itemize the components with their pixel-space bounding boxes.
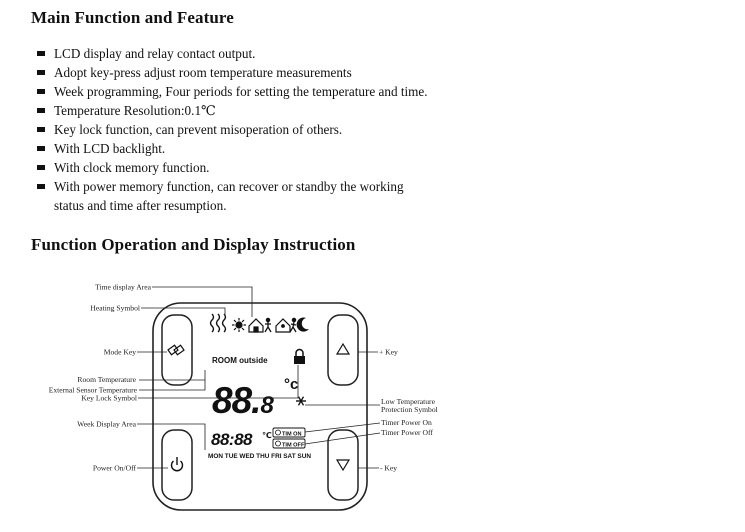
feature-continuation: status and time after resumption. [54, 198, 227, 213]
timer-power-on-label: Timer Power On [381, 418, 432, 427]
clock-display: 88:88 [211, 430, 253, 449]
low-temperature-label: Low Temperature [381, 397, 436, 406]
lock-icon [294, 348, 305, 364]
walking-person-icon [289, 317, 297, 333]
home-icon [248, 318, 264, 333]
external-sensor-temperature-label: External Sensor Temperature [49, 386, 138, 395]
power-on-off-label: Power On/Off [93, 464, 137, 473]
moon-icon [296, 317, 309, 332]
leader-lines [137, 286, 381, 469]
mode-icon [167, 344, 185, 356]
mode-key-button[interactable] [161, 314, 193, 386]
sun-icon [232, 318, 246, 332]
snowflake-icon [296, 396, 306, 406]
main-function-heading: Main Function and Feature [31, 8, 234, 27]
power-icon [170, 457, 184, 472]
temperature-display: 88.8 [212, 380, 274, 421]
room-temperature-label: Room Temperature [77, 375, 136, 384]
tim-on-box [272, 427, 306, 438]
plus-key-label: + Key [379, 348, 398, 357]
home-occupied-icon [275, 318, 291, 333]
function-operation-heading: Function Operation and Display Instructi… [31, 235, 356, 254]
week-display-area-label: Week Display Area [77, 420, 136, 429]
heating-symbol-label: Heating Symbol [90, 304, 140, 313]
feature-item: Week programming, Four periods for setti… [36, 82, 428, 101]
feature-item: Adopt key-press adjust room temperature … [36, 63, 428, 82]
time-display-area-label: Time display Area [95, 283, 151, 292]
feature-list: LCD display and relay contact output. Ad… [36, 44, 428, 215]
minus-key-button[interactable] [327, 429, 359, 501]
tim-on-clock-icon [275, 429, 281, 436]
timer-power-off-label: Timer Power Off [381, 428, 433, 437]
temperature-integer: 88. [212, 380, 260, 421]
clock-unit: ℃ [262, 431, 272, 440]
mode-key-label: Mode Key [104, 348, 136, 357]
tim-on-label: TIM ON [282, 432, 302, 438]
away-icon [264, 317, 272, 333]
weekday-row: MON TUE WED THU FRI SAT SUN [208, 453, 311, 460]
plus-key-button[interactable] [327, 314, 359, 386]
down-triangle-icon [335, 459, 351, 472]
power-key-button[interactable] [161, 429, 193, 501]
tim-off-box [272, 438, 306, 449]
feature-item: With LCD backlight. [36, 139, 428, 158]
feature-item: Key lock function, can prevent misoperat… [36, 120, 428, 139]
up-triangle-icon [335, 342, 351, 355]
temperature-decimal: 8 [260, 392, 274, 419]
heating-icon [209, 313, 227, 333]
feature-item: With power memory function, can recover … [36, 177, 428, 215]
temperature-unit: °c [284, 376, 298, 393]
minus-key-label: - Key [380, 464, 397, 473]
feature-item: Temperature Resolution:0.1℃ [36, 101, 428, 120]
tim-off-clock-icon [275, 440, 281, 447]
feature-item: With clock memory function. [36, 158, 428, 177]
room-outside-label: ROOM outside [212, 356, 268, 365]
tim-off-label: TIM OFF [282, 443, 305, 449]
key-lock-symbol-label: Key Lock Symbol [81, 394, 137, 403]
thermostat-diagram: ROOM outside 88.8 °c 88:88 ℃ TIM ON TIM … [49, 283, 438, 511]
protection-symbol-label: Protection Symbol [381, 405, 438, 414]
feature-item: LCD display and relay contact output. [36, 44, 428, 63]
thermostat-body [152, 302, 368, 511]
